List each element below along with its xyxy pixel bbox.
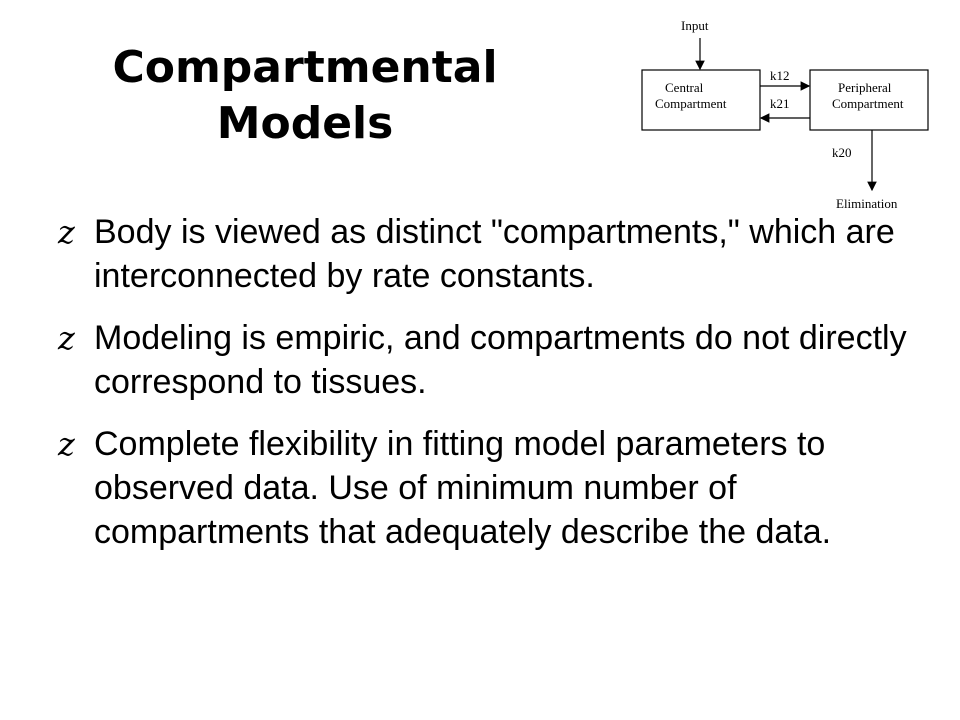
peripheral-compartment-box [809,69,929,131]
bullet-item: z Complete flexibility in fitting model … [58,422,918,554]
k21-label: k21 [770,96,790,111]
bullet-item: z Modeling is empiric, and compartments … [58,316,918,404]
bullet-marker: z [58,319,75,357]
slide-title: Compartmental Models [70,40,540,152]
input-label: Input [681,18,709,33]
title-line-1: Compartmental [112,42,498,93]
elimination-label: Elimination [836,196,898,211]
title-line-2: Models [216,98,394,149]
k12-label: k12 [770,68,790,83]
k20-label: k20 [832,145,852,160]
bullet-marker: z [58,213,75,251]
bullet-list: z Body is viewed as distinct "compartmen… [58,210,918,572]
central-compartment-box [641,69,761,131]
compartment-diagram: Input Central Compartment Peripheral Com… [641,18,929,211]
central-label-line-1: Central [665,80,704,95]
bullet-text: Complete flexibility in fitting model pa… [94,425,832,551]
bullet-item: z Body is viewed as distinct "compartmen… [58,210,918,298]
peripheral-label-line-1: Peripheral [838,80,892,95]
peripheral-label-line-2: Compartment [832,96,904,111]
bullet-marker: z [58,425,75,463]
bullet-text: Modeling is empiric, and compartments do… [94,319,907,401]
bullet-text: Body is viewed as distinct "compartments… [94,213,895,295]
central-label-line-2: Compartment [655,96,727,111]
